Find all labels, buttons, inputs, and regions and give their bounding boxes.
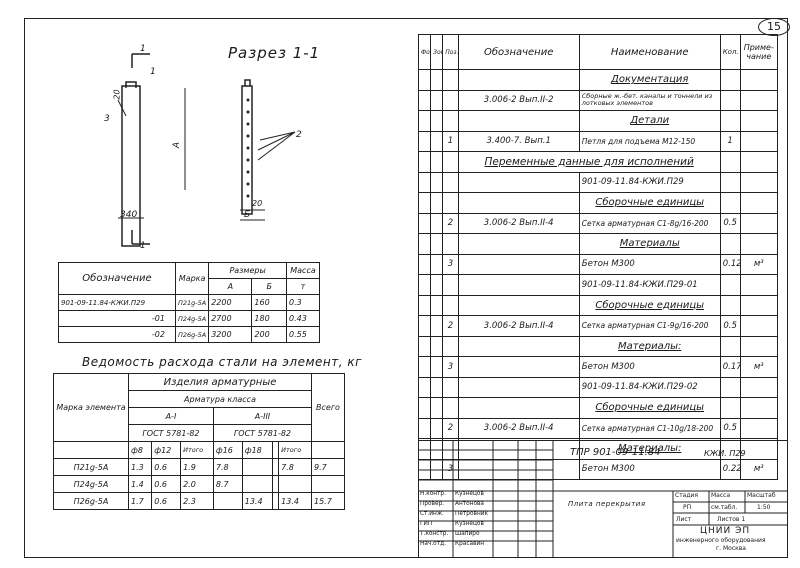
stamp-org2: инженерного оборудования (676, 537, 766, 544)
stamp-person: Провер.Антонова (420, 501, 484, 507)
table-row: -01 П24g-5А 2700 180 0.43 (58, 310, 320, 327)
spec-row: Материалы (417, 233, 779, 255)
col-format: Формат (417, 34, 432, 70)
drawing-frame (24, 18, 788, 558)
spec-row: Документация (417, 69, 779, 91)
stamp-person: Н.контр.Кузнецов (420, 491, 484, 497)
stamp-stage: РП (683, 504, 692, 511)
table-row: 901-09-11.84-КЖИ.П29 П21g-5А 2200 160 0.… (58, 294, 320, 311)
stamp-org3: г. Москва (716, 545, 746, 552)
col-designation: Обозначение (58, 262, 176, 295)
col-designation: Обозначение (457, 34, 580, 70)
spec-row: Материалы: (417, 335, 779, 357)
col-pos: Поз. (442, 34, 459, 70)
col-qty: Кол. (719, 34, 741, 70)
col-b: Б (251, 278, 287, 295)
stamp-title: Плита перекрытия (568, 500, 646, 508)
callout-2: 2 (296, 130, 302, 140)
col-items: Изделия арматурные (128, 373, 312, 391)
col-total: Всего (311, 373, 345, 442)
stamp-person: Т.констр.Шапиро (420, 531, 480, 537)
dim-340: 340 (120, 210, 138, 220)
title-block (418, 440, 788, 558)
spec-table: Формат Зона Поз. Обозначение Наименовани… (417, 34, 779, 480)
section-title: Разрез 1-1 (228, 44, 321, 62)
size-table: Обозначение Марка Размеры Масса А Б т 90… (58, 262, 320, 343)
col-sizes: Размеры (208, 262, 287, 279)
spec-row: Сборочные единицы (417, 397, 779, 419)
col-name: Наименование (578, 34, 721, 70)
col-element-mark: Марка элемента (53, 373, 129, 442)
col-a: А (208, 278, 253, 295)
spec-row: Переменные данные для исполнений (417, 151, 779, 173)
col-mark: Марка (174, 262, 210, 295)
stamp-grid (418, 440, 788, 558)
dim-b: Б (244, 210, 251, 220)
col-mass-unit: т (286, 278, 320, 295)
stamp-h-stage: Стадия (675, 492, 699, 499)
section-drawing (117, 53, 296, 247)
spec-row: Материалы: (417, 438, 779, 460)
stamp-mass: см.табл. (711, 504, 738, 511)
stamp-sheet-code: КЖИ. П29 (704, 449, 746, 458)
col-reinf: Арматура класса (128, 390, 312, 408)
spec-row: 901-09-11.84-КЖИ.П29-02 (417, 376, 779, 398)
stamp-org1: ЦНИИ ЭП (700, 526, 751, 536)
table-row: П26g-5А 1.7 0.6 2.3 13.4 13.4 15.7 (53, 492, 345, 510)
col-class3: А-III (212, 407, 313, 425)
callout-3: 3 (104, 114, 110, 124)
spec-row: Сборочные единицы (417, 294, 779, 316)
col-gost1: ГОСТ 5781-82 (128, 424, 214, 442)
stamp-person: Нач.отд.Красавин (420, 541, 485, 547)
stamp-person: Ст.инж.Петровник (420, 511, 489, 517)
steel-table: Марка элемента Изделия арматурные Всего … (53, 373, 345, 510)
table-row: П21g-5А 1.3 0.6 1.9 7.8 7.8 9.7 (53, 458, 345, 476)
stamp-h-mass: Масса (711, 492, 731, 499)
callout-1: 1 (150, 67, 156, 77)
spec-row: Сборочные единицы (417, 192, 779, 214)
col-mass: Масса (286, 262, 320, 279)
dim-a: А (172, 141, 183, 149)
stamp-scale: 1:50 (757, 504, 771, 511)
col-class1: А-I (128, 407, 214, 425)
spec-row: 901-09-11.84-КЖИ.П29 (417, 171, 779, 193)
col-zone: Зона (430, 34, 444, 70)
stamp-sheets-label: Листов 1 (717, 516, 746, 523)
spec-row: 901-09-11.84-КЖИ.П29-01 (417, 274, 779, 296)
dim-20-top: 20 (112, 89, 122, 100)
stamp-sheet-label: Лист (676, 516, 692, 523)
table-row: -02 П26g-5А 3200 200 0.55 (58, 326, 320, 343)
spec-row: Детали (417, 110, 779, 132)
col-note: Приме-чание (739, 34, 779, 70)
steel-title: Ведомость расхода стали на элемент, кг (82, 355, 362, 369)
stamp-h-scale: Масштаб (747, 492, 776, 499)
stamp-doc-code: ТПР 901-09-11.84 (570, 447, 661, 458)
dim-20: 20 (252, 199, 263, 208)
table-row: П24g-5А 1.4 0.6 2.0 8.7 (53, 475, 345, 493)
cut-mark-top: 1 (140, 44, 146, 54)
cut-mark-bottom: 1 (140, 241, 146, 251)
col-gost2: ГОСТ 5781-82 (212, 424, 313, 442)
